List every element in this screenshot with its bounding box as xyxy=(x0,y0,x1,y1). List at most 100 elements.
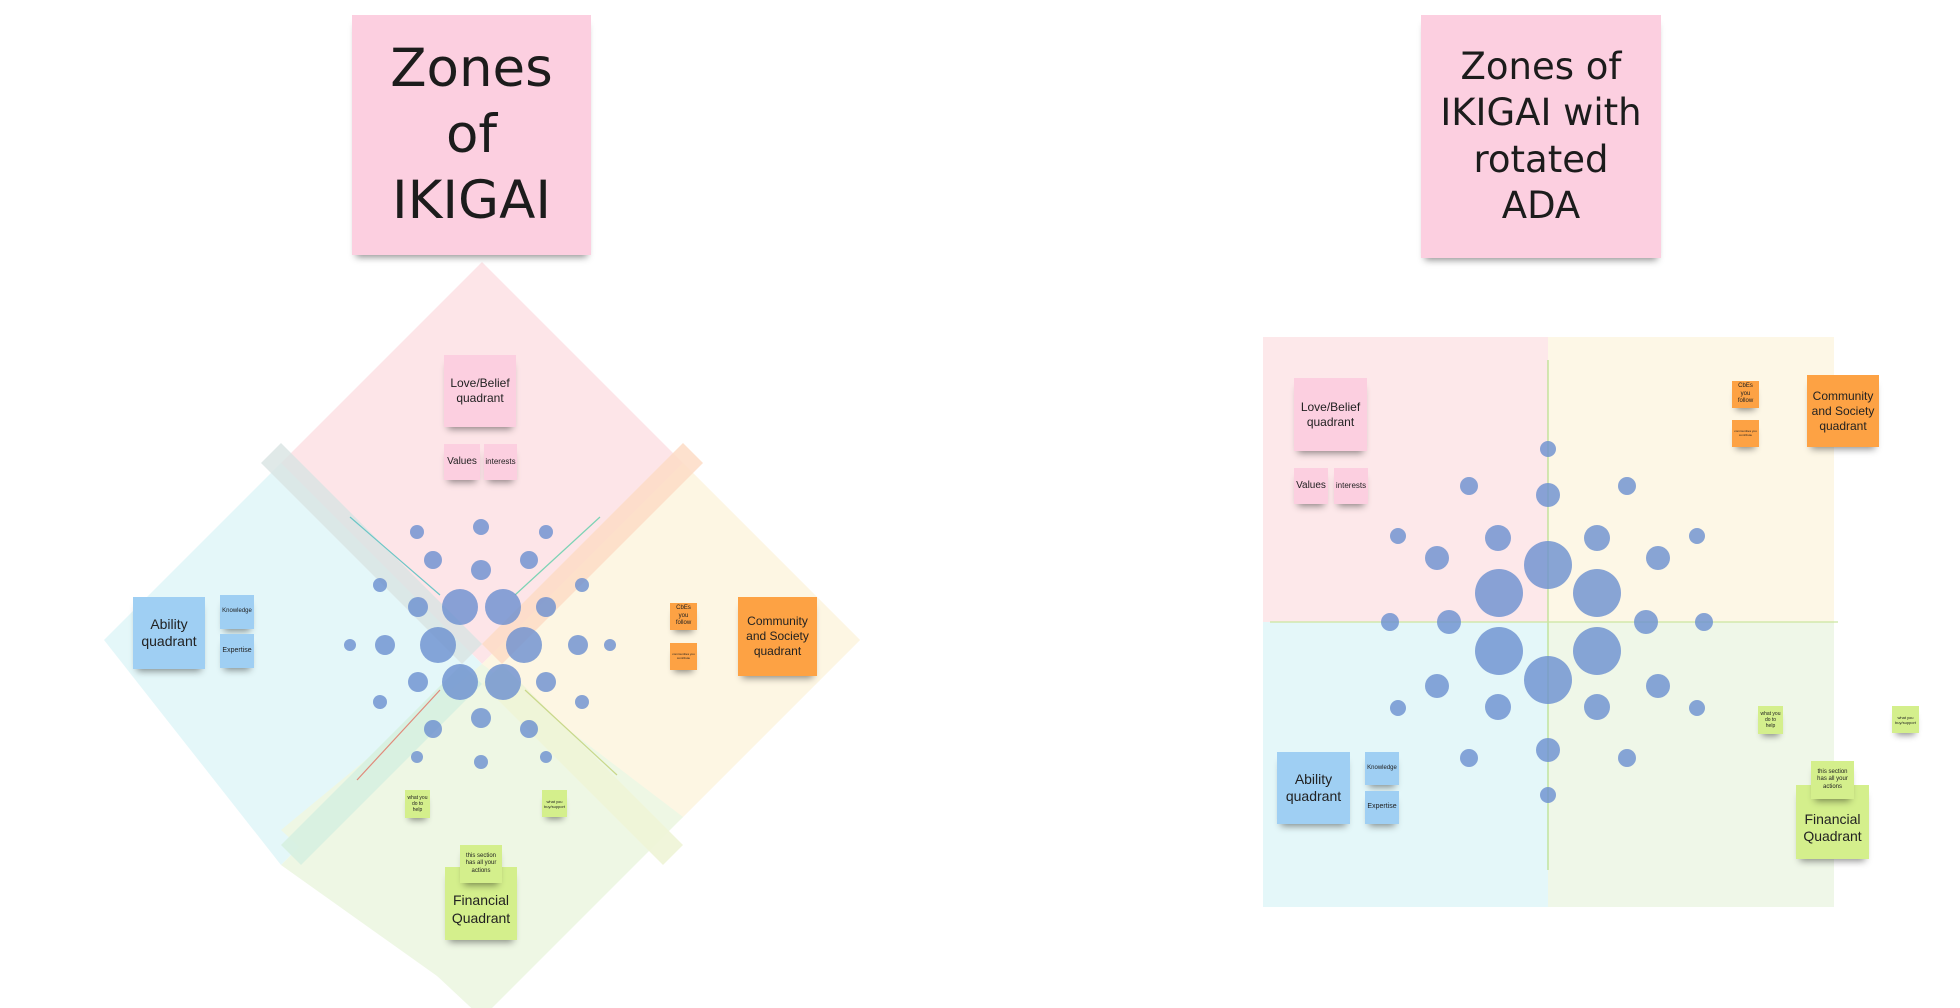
left-help-note[interactable]: what you do to help xyxy=(405,790,430,818)
left-section-note[interactable]: this section has all your actions xyxy=(460,845,502,883)
cluster-circle xyxy=(1460,749,1478,767)
right-help-note[interactable]: what you do to help xyxy=(1758,706,1783,734)
cluster-circle xyxy=(1381,613,1399,631)
right-values-note[interactable]: Values xyxy=(1294,468,1328,504)
right-title-note[interactable]: Zones of IKIGAI with rotated ADA xyxy=(1421,15,1661,258)
cluster-circle xyxy=(373,578,387,592)
left-love-quadrant-label: Love/Belief quadrant xyxy=(450,376,510,405)
cluster-circle xyxy=(424,551,442,569)
cluster-circle xyxy=(1485,694,1511,720)
right-section-label: this section has all your actions xyxy=(1817,768,1848,790)
right-interests-label: interests xyxy=(1335,481,1367,490)
cluster-circle xyxy=(568,635,588,655)
cluster-circle xyxy=(411,751,423,763)
left-knowledge-label: Knowledge xyxy=(222,608,252,615)
left-cbes-note[interactable]: CbEs you follow xyxy=(670,603,697,630)
right-support-label: what you buy/support xyxy=(1895,714,1916,725)
cluster-circle xyxy=(442,664,478,700)
right-values-label: Values xyxy=(1296,479,1326,491)
olive-diagonal-line xyxy=(524,689,618,776)
cluster-circle xyxy=(1425,546,1449,570)
cluster-circle xyxy=(408,597,428,617)
left-love-quadrant-note[interactable]: Love/Belief quadrant xyxy=(444,355,516,427)
left-circle-cluster xyxy=(344,519,616,769)
cluster-circle xyxy=(1573,569,1621,617)
cluster-circle xyxy=(1475,627,1523,675)
cluster-circle xyxy=(539,525,553,539)
right-section-note[interactable]: this section has all your actions xyxy=(1811,761,1854,799)
cluster-circle xyxy=(474,755,488,769)
lower-right-band xyxy=(482,664,683,865)
right-community-quadrant-note[interactable]: Community and Society quadrant xyxy=(1807,375,1879,447)
cluster-circle xyxy=(1618,749,1636,767)
right-help-label: what you do to help xyxy=(1760,710,1781,730)
left-section-label: this section has all your actions xyxy=(465,852,497,874)
cluster-circle xyxy=(1646,674,1670,698)
cluster-circle xyxy=(1536,738,1560,762)
left-title-note[interactable]: Zones of IKIGAI xyxy=(352,15,591,255)
cluster-circle xyxy=(1689,700,1705,716)
left-values-note[interactable]: Values xyxy=(444,444,480,480)
right-interests-note[interactable]: interests xyxy=(1334,468,1368,504)
right-circle-cluster xyxy=(1381,441,1713,803)
left-financial-quadrant-label: Financial Quadrant xyxy=(451,892,511,926)
cluster-circle xyxy=(1390,700,1406,716)
cluster-circle xyxy=(1460,477,1478,495)
cluster-circle xyxy=(1573,627,1621,675)
cluster-circle xyxy=(1485,525,1511,551)
cluster-circle xyxy=(520,551,538,569)
community-zone xyxy=(482,463,860,817)
left-interests-note[interactable]: interests xyxy=(484,444,517,480)
left-communities-note[interactable]: communities you contribute xyxy=(670,643,697,670)
left-support-note[interactable]: what you buy/support xyxy=(542,790,567,817)
cluster-circle xyxy=(485,664,521,700)
cluster-circle xyxy=(471,708,491,728)
green-diagonal-line xyxy=(514,516,601,596)
right-cbes-note[interactable]: CbEs you follow xyxy=(1732,381,1759,408)
cluster-circle xyxy=(344,639,356,651)
cluster-circle xyxy=(1584,694,1610,720)
left-interests-label: interests xyxy=(485,457,516,466)
cluster-circle xyxy=(1475,569,1523,617)
left-community-quadrant-note[interactable]: Community and Society quadrant xyxy=(738,597,817,676)
cluster-circle xyxy=(1540,787,1556,803)
left-help-label: what you do to help xyxy=(407,794,428,814)
cluster-circle xyxy=(410,525,424,539)
left-cbes-label: CbEs you follow xyxy=(675,605,692,627)
right-financial-quadrant-label: Financial Quadrant xyxy=(1803,810,1862,845)
cluster-circle xyxy=(485,589,521,625)
left-title-text: Zones of IKIGAI xyxy=(390,37,553,232)
right-communities-note[interactable]: communities you contribute xyxy=(1732,420,1759,447)
right-knowledge-note[interactable]: Knowledge xyxy=(1365,752,1399,785)
left-support-label: what you buy/support xyxy=(544,798,565,809)
right-support-note[interactable]: what you buy/support xyxy=(1892,706,1919,733)
teal-diagonal-line xyxy=(349,516,441,596)
cluster-circle xyxy=(1524,656,1572,704)
cluster-circle xyxy=(1390,528,1406,544)
cluster-circle xyxy=(1584,525,1610,551)
cluster-circle xyxy=(1524,541,1572,589)
left-expertise-label: Expertise xyxy=(222,646,252,654)
ability-zone xyxy=(104,463,482,865)
cluster-circle xyxy=(1689,528,1705,544)
left-community-quadrant-label: Community and Society quadrant xyxy=(746,614,809,658)
left-ability-quadrant-note[interactable]: Ability quadrant xyxy=(133,597,205,669)
right-ability-quadrant-note[interactable]: Ability quadrant xyxy=(1277,752,1350,824)
cluster-circle xyxy=(575,695,589,709)
red-diagonal-line xyxy=(356,689,441,781)
right-expertise-label: Expertise xyxy=(1367,803,1397,811)
cluster-circle xyxy=(536,672,556,692)
left-ability-quadrant-label: Ability quadrant xyxy=(141,615,197,650)
right-ability-quadrant-label: Ability quadrant xyxy=(1285,770,1342,805)
cluster-circle xyxy=(1695,613,1713,631)
right-expertise-note[interactable]: Expertise xyxy=(1365,791,1399,824)
lower-left-band xyxy=(281,664,482,865)
cluster-circle xyxy=(540,751,552,763)
right-knowledge-label: Knowledge xyxy=(1367,764,1397,771)
left-knowledge-note[interactable]: Knowledge xyxy=(220,595,254,629)
left-communities-label: communities you contribute xyxy=(672,651,695,660)
right-love-quadrant-note[interactable]: Love/Belief quadrant xyxy=(1294,378,1367,451)
left-expertise-note[interactable]: Expertise xyxy=(220,634,254,668)
